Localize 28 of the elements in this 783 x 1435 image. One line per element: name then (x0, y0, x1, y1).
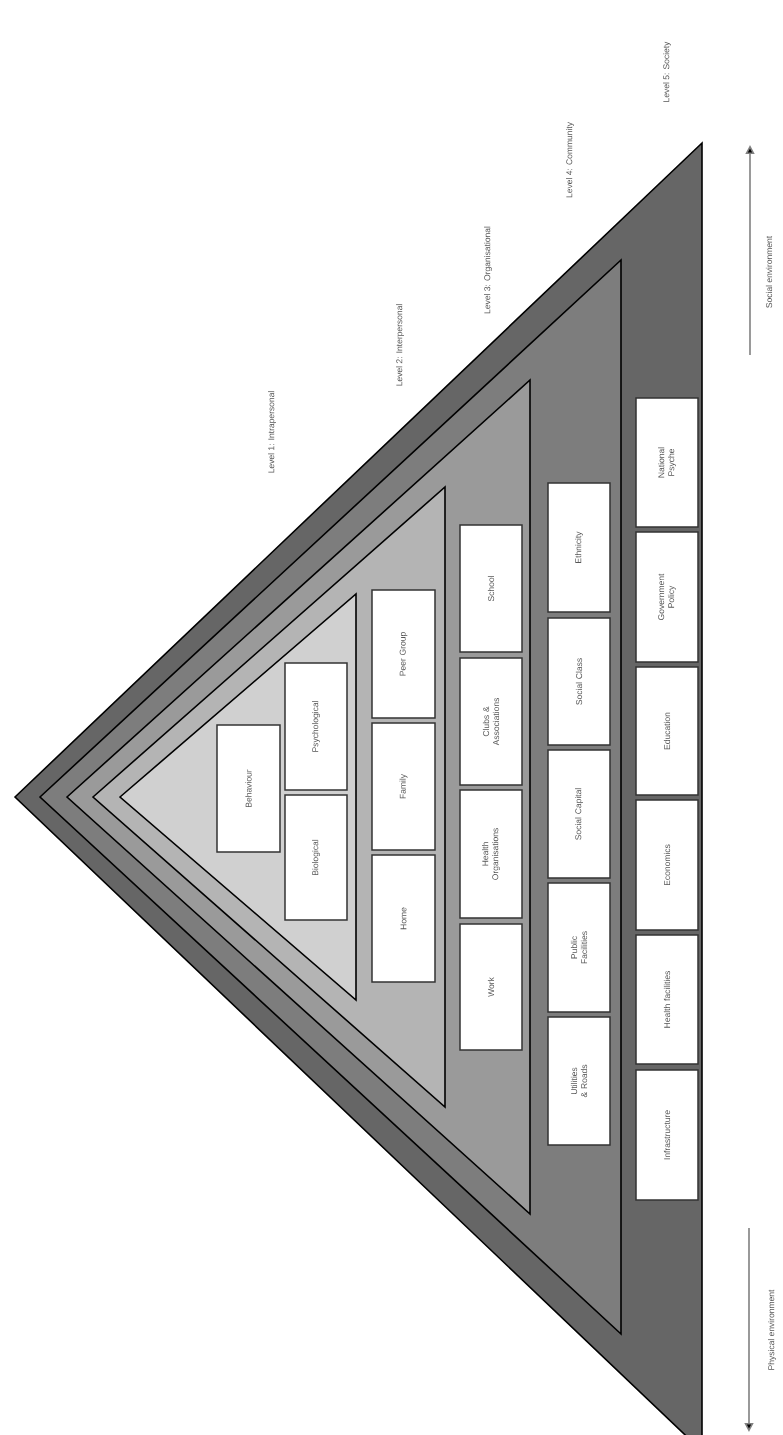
factor-box: Infrastructure (635, 1069, 699, 1201)
direction-label: Social environment (765, 235, 773, 308)
factor-box: Health Organisations (459, 789, 523, 919)
level-label: Level 1: Intrapersonal (268, 391, 276, 473)
factor-box: Home (371, 854, 436, 983)
factor-box: Biological (284, 794, 348, 921)
factor-box: Family (371, 722, 436, 851)
factor-box: Government Policy (635, 531, 699, 663)
factor-box: Health facilities (635, 934, 699, 1065)
factor-box: Clubs & Associations (459, 657, 523, 786)
factor-box: Work (459, 923, 523, 1051)
level-label: Level 5: Society (663, 41, 671, 102)
level-label: Level 3: Organisational (484, 226, 492, 314)
level-label: Level 2: Interpersonal (396, 304, 404, 386)
factor-box: Public Facilities (547, 882, 611, 1013)
factor-box: Social Class (547, 617, 611, 746)
factor-box: National Psyche (635, 397, 699, 528)
factor-box: Behaviour (216, 724, 281, 853)
level-label: Level 4: Community (566, 122, 574, 198)
direction-label: Physical environment (768, 1289, 776, 1370)
factor-box: Social Capital (547, 749, 611, 879)
factor-box: Ethnicity (547, 482, 611, 613)
factor-box: Education (635, 666, 699, 796)
factor-box: Peer Group (371, 589, 436, 719)
factor-box: Psychological (284, 662, 348, 791)
factor-box: School (459, 524, 523, 653)
factor-box: Economics (635, 799, 699, 931)
factor-box: Utilities & Roads (547, 1016, 611, 1146)
